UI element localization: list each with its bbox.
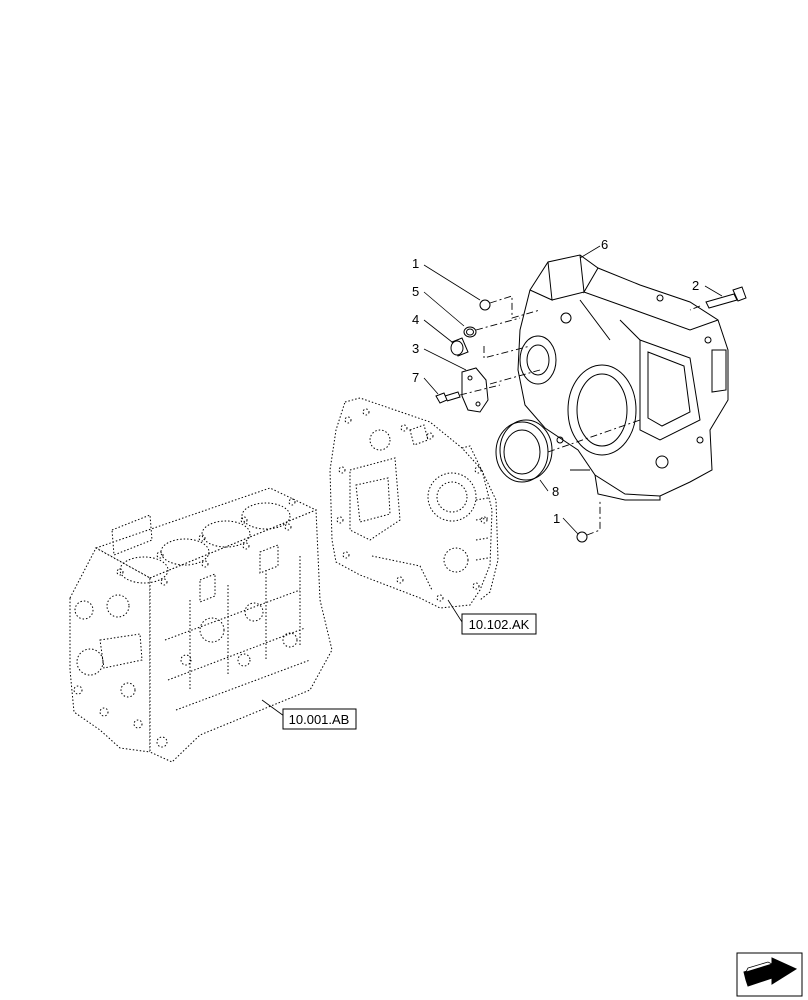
assembly-lines bbox=[459, 295, 701, 536]
seal-ring bbox=[495, 419, 553, 483]
callout-1-bottom: 1 bbox=[553, 511, 560, 526]
flywheel-housing bbox=[517, 254, 729, 501]
plug-top bbox=[479, 299, 491, 311]
o-ring bbox=[463, 326, 477, 338]
plug-cap bbox=[450, 337, 469, 357]
bolt-small bbox=[435, 391, 461, 404]
callout-6: 6 bbox=[601, 237, 608, 252]
callouts: 1 5 4 3 7 6 2 8 1 bbox=[412, 237, 699, 526]
reference-front-plate-label: 10.102.AK bbox=[469, 617, 530, 632]
callout-8: 8 bbox=[552, 484, 559, 499]
reference-engine-block-label: 10.001.AB bbox=[289, 712, 350, 727]
bolt-long bbox=[705, 286, 747, 309]
front-plate bbox=[329, 397, 499, 609]
callout-1-top: 1 bbox=[412, 256, 419, 271]
callout-4: 4 bbox=[412, 312, 419, 327]
callout-5: 5 bbox=[412, 284, 419, 299]
callout-7: 7 bbox=[412, 370, 419, 385]
leader-lines bbox=[261, 245, 723, 717]
engine-block bbox=[69, 487, 333, 763]
callout-2: 2 bbox=[692, 278, 699, 293]
plug-bottom bbox=[576, 531, 588, 543]
callout-3: 3 bbox=[412, 341, 419, 356]
reference-engine-block[interactable]: 10.001.AB bbox=[282, 708, 357, 730]
cover-plate bbox=[461, 367, 489, 413]
next-page-arrow-icon[interactable] bbox=[736, 952, 803, 997]
reference-front-plate[interactable]: 10.102.AK bbox=[461, 613, 537, 635]
